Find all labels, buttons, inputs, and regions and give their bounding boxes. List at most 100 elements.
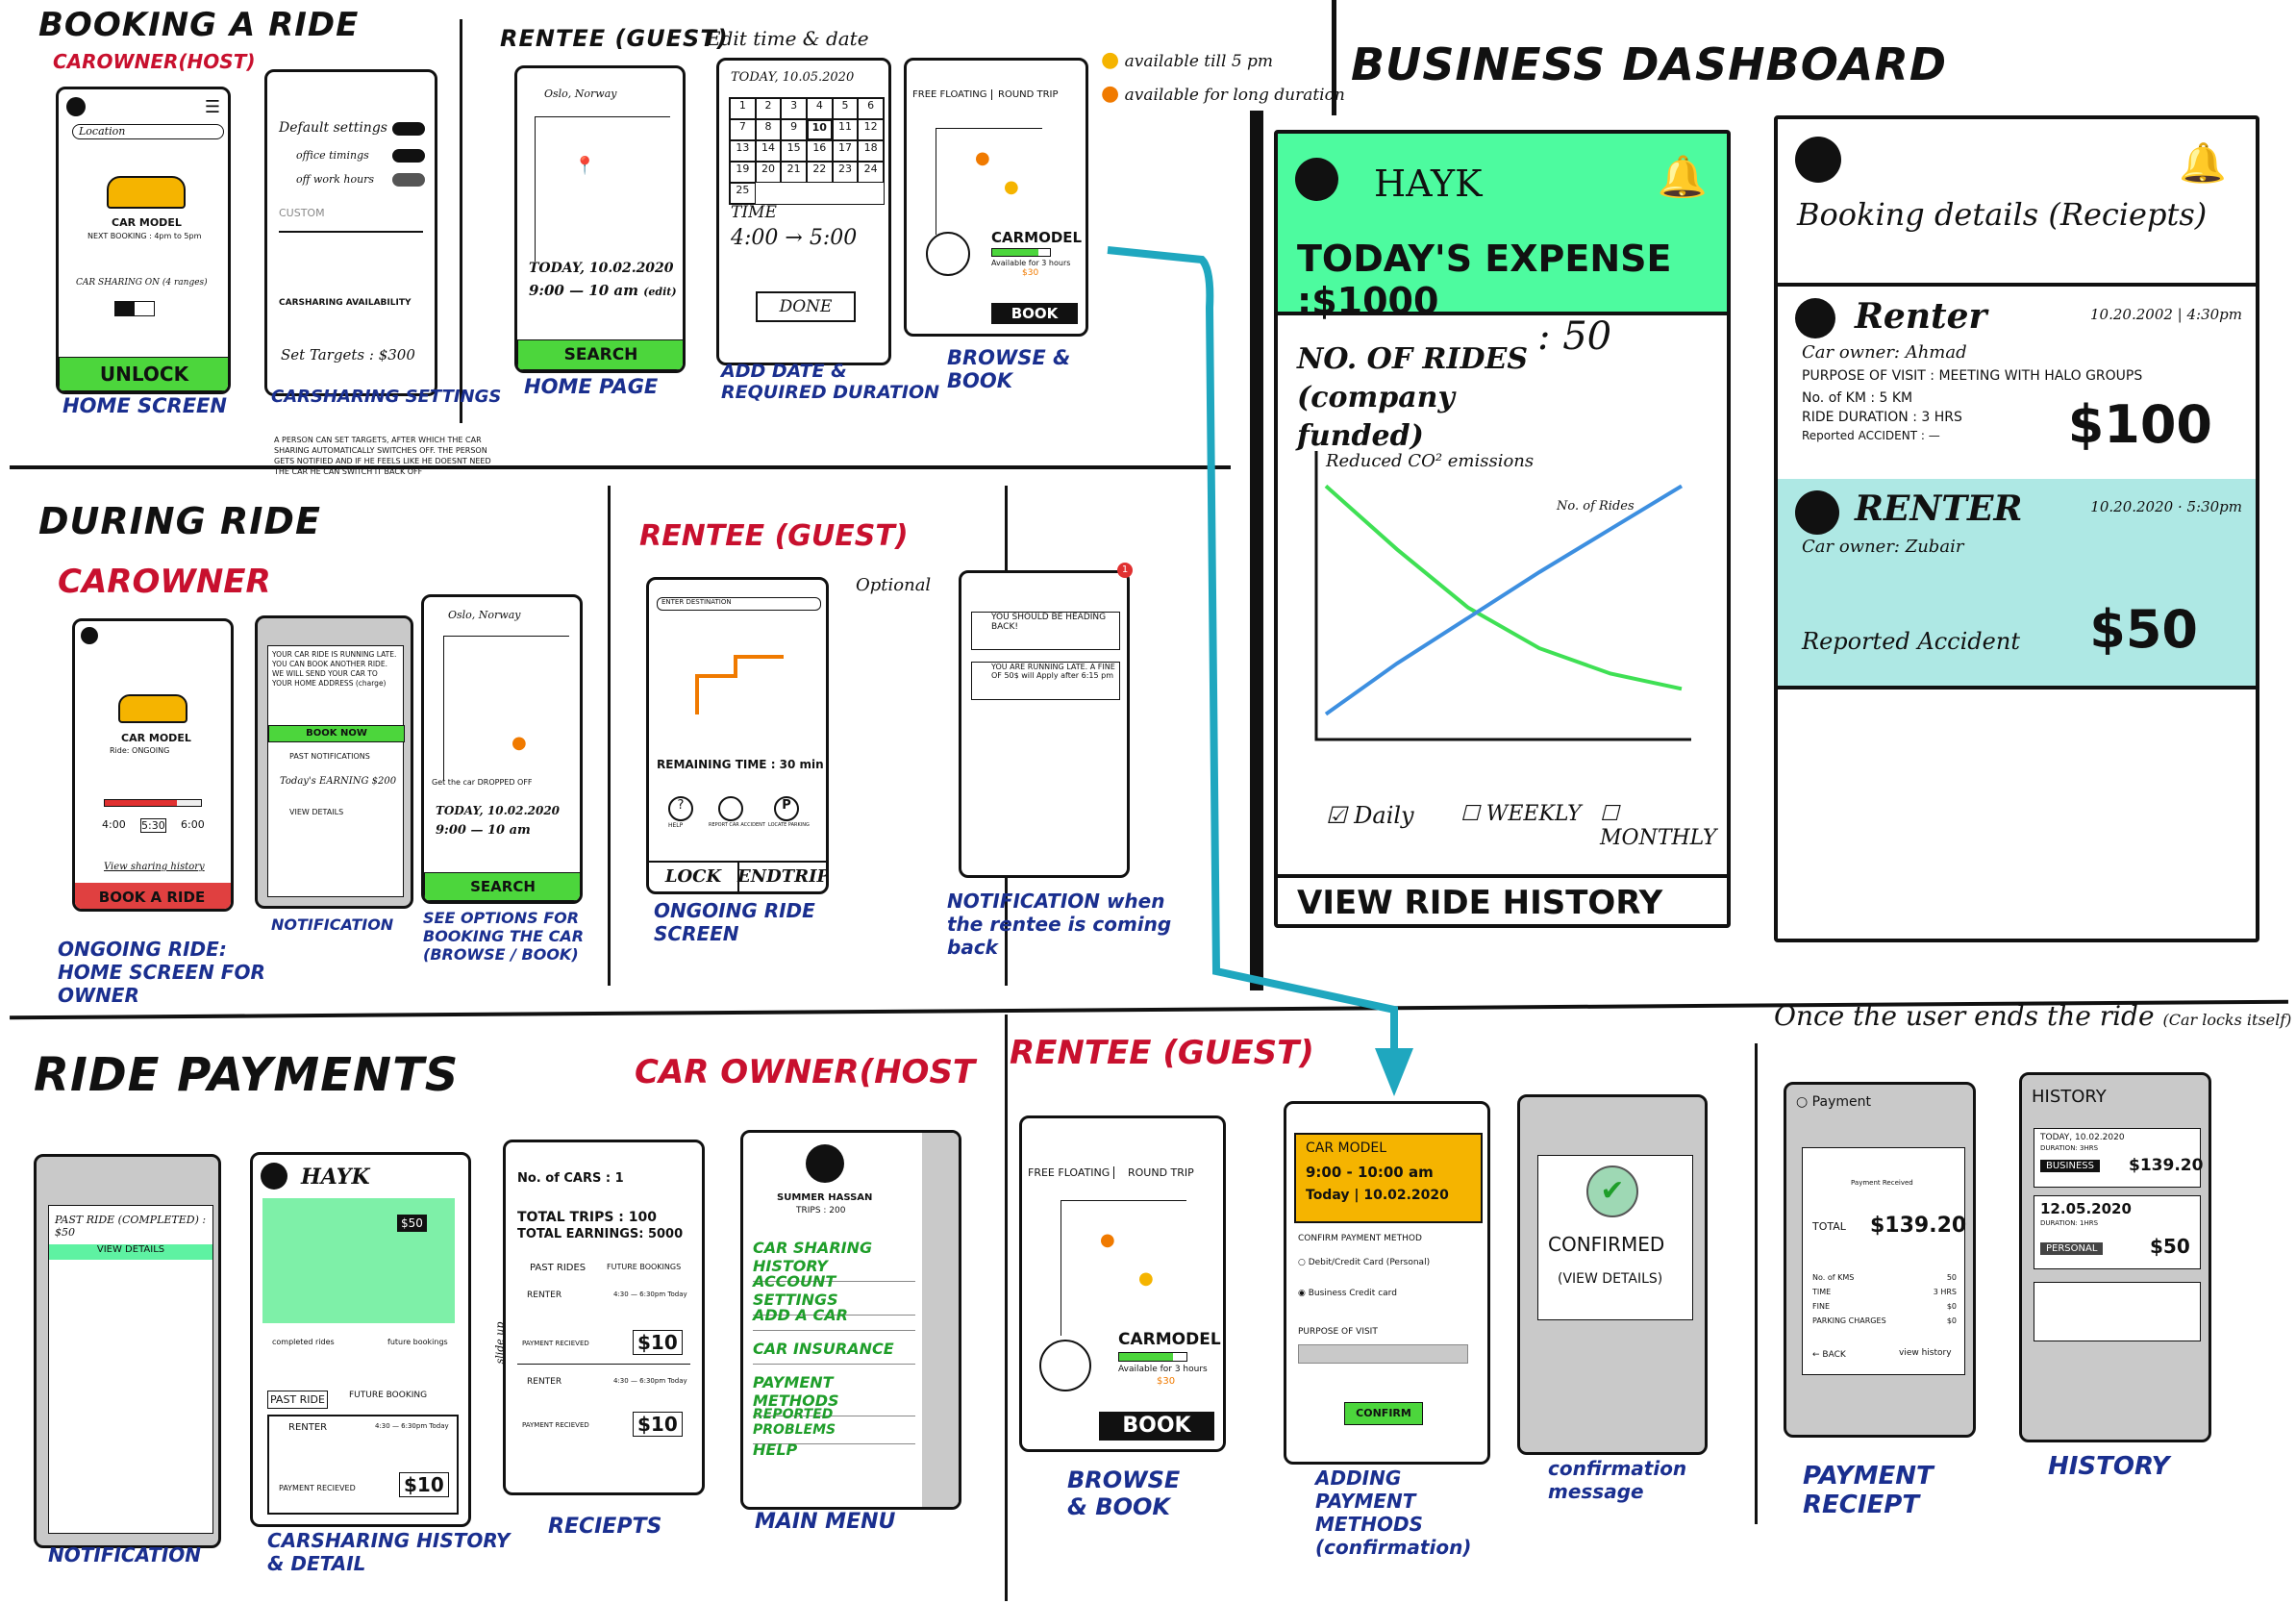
book-now-button[interactable]: BOOK NOW bbox=[268, 725, 405, 742]
pin-orange-icon[interactable]: ● bbox=[975, 148, 990, 168]
view-history-button[interactable]: VIEW RIDE HISTORY bbox=[1278, 874, 1727, 924]
calendar-day[interactable]: 24 bbox=[858, 162, 884, 183]
pin-orange-icon[interactable]: ● bbox=[512, 733, 527, 753]
tab-past-ride[interactable]: PAST RIDE bbox=[267, 1391, 328, 1409]
search-button[interactable]: SEARCH bbox=[517, 339, 683, 370]
past-notifications[interactable]: PAST NOTIFICATIONS bbox=[289, 752, 370, 761]
calendar-day[interactable]: 15 bbox=[781, 140, 807, 162]
work-toggle[interactable] bbox=[392, 149, 425, 163]
confirm-button[interactable]: CONFIRM bbox=[1344, 1402, 1423, 1425]
calendar-day[interactable]: 25 bbox=[730, 183, 756, 204]
calendar-day[interactable]: 22 bbox=[806, 162, 833, 183]
calendar-day[interactable]: 7 bbox=[730, 119, 756, 140]
view-history-link[interactable]: View sharing history bbox=[104, 862, 205, 872]
tab-future-bookings[interactable]: FUTURE BOOKINGS bbox=[607, 1263, 682, 1271]
search-input[interactable]: Location bbox=[72, 124, 224, 139]
pin-orange-icon[interactable]: ● bbox=[1100, 1230, 1115, 1250]
end-trip-button[interactable]: ENDTRIP bbox=[737, 861, 826, 891]
pin-yellow-icon[interactable]: ● bbox=[1004, 177, 1019, 197]
history-card-2[interactable]: 12.05.2020 DURATION: 1HRS PERSONAL $50 bbox=[2034, 1195, 2201, 1269]
history-card-3[interactable] bbox=[2034, 1282, 2201, 1341]
help-button[interactable]: ? bbox=[668, 796, 693, 821]
calendar-day[interactable]: 18 bbox=[858, 140, 884, 162]
calendar-day[interactable]: 1 bbox=[730, 98, 756, 119]
time-label[interactable]: 9:00 — 10 am bbox=[436, 823, 531, 838]
report-accident-button[interactable] bbox=[718, 796, 743, 821]
calendar-day-selected[interactable]: 10 bbox=[806, 119, 833, 140]
calendar-day[interactable]: 13 bbox=[730, 140, 756, 162]
menu-item-help[interactable]: HELP bbox=[753, 1441, 798, 1459]
menu-item-add-car[interactable]: ADD A CAR bbox=[753, 1306, 915, 1331]
view-details-link[interactable]: (VIEW DETAILS) bbox=[1558, 1271, 1663, 1287]
menu-item-insurance[interactable]: CAR INSURANCE bbox=[753, 1340, 915, 1365]
lock-button[interactable]: LOCK bbox=[649, 861, 739, 891]
menu-item-problems[interactable]: REPORTED PROBLEMS bbox=[753, 1407, 915, 1444]
done-button[interactable]: DONE bbox=[756, 291, 856, 322]
battery-bar bbox=[991, 248, 1051, 257]
map[interactable]: ● bbox=[443, 636, 569, 781]
calendar-day[interactable]: 12 bbox=[858, 119, 884, 140]
menu-icon[interactable]: ☰ bbox=[204, 97, 220, 117]
history-card-1[interactable]: TODAY, 10.02.2020 DURATION: 3HRS BUSINES… bbox=[2034, 1128, 2203, 1188]
calendar-day[interactable]: 9 bbox=[781, 119, 807, 140]
calendar-day[interactable]: 8 bbox=[755, 119, 782, 140]
view-history-link[interactable]: view history bbox=[1899, 1348, 1952, 1358]
purpose-input[interactable] bbox=[1298, 1344, 1468, 1364]
tab-round-trip[interactable]: ROUND TRIP bbox=[998, 89, 1059, 100]
route-map[interactable] bbox=[678, 638, 803, 743]
view-details[interactable]: VIEW DETAILS bbox=[289, 808, 344, 816]
option-business[interactable]: ◉ Business Credit card bbox=[1298, 1289, 1397, 1298]
menu-item-payment[interactable]: PAYMENT METHODS bbox=[753, 1373, 915, 1416]
calendar-day[interactable]: 21 bbox=[781, 162, 807, 183]
calendar-day[interactable]: 2 bbox=[755, 98, 782, 119]
calendar-day[interactable]: 16 bbox=[806, 140, 833, 162]
targets-label[interactable]: Set Targets : $300 bbox=[281, 346, 415, 363]
menu-item-account[interactable]: ACCOUNT SETTINGS bbox=[753, 1272, 915, 1316]
calendar-day[interactable]: 20 bbox=[755, 162, 782, 183]
parking-button[interactable]: P bbox=[774, 796, 799, 821]
unlock-button[interactable]: UNLOCK bbox=[59, 357, 228, 391]
tab-past-rides[interactable]: PAST RIDES bbox=[530, 1263, 586, 1273]
calendar-day[interactable]: 14 bbox=[755, 140, 782, 162]
time-range[interactable]: 4:00 → 5:00 bbox=[731, 226, 858, 250]
search-button[interactable]: SEARCH bbox=[424, 872, 580, 901]
option-personal[interactable]: ○ Debit/Credit Card (Personal) bbox=[1298, 1258, 1431, 1267]
sharing-history-phone: HAYK $50 completed rides future bookings… bbox=[250, 1152, 471, 1527]
book-button[interactable]: BOOK bbox=[1099, 1412, 1214, 1441]
pin-yellow-icon[interactable]: ● bbox=[1138, 1268, 1154, 1289]
calendar-day[interactable]: 19 bbox=[730, 162, 756, 183]
calendar-day[interactable]: 3 bbox=[781, 98, 807, 119]
bell-icon[interactable]: 🔔 bbox=[1657, 153, 1708, 200]
calendar-day[interactable]: 5 bbox=[832, 98, 859, 119]
book-ride-button[interactable]: BOOK A RIDE bbox=[75, 883, 231, 909]
dropped-checkbox[interactable]: Get the car DROPPED OFF bbox=[432, 778, 533, 787]
back-button[interactable]: ← BACK bbox=[1812, 1350, 1846, 1360]
time-label[interactable]: 9:00 — 10 am (edit) bbox=[529, 282, 677, 299]
map[interactable]: ● ● bbox=[936, 128, 1042, 235]
map[interactable]: ● ● bbox=[1061, 1200, 1186, 1336]
calendar-day[interactable]: 6 bbox=[858, 98, 884, 119]
filter-daily[interactable]: ☑ Daily bbox=[1326, 802, 1414, 829]
tab-free-floating[interactable]: FREE FLOATING bbox=[1028, 1166, 1115, 1179]
calendar-day[interactable]: 17 bbox=[832, 140, 859, 162]
custom-slider[interactable] bbox=[279, 231, 423, 233]
calendar-grid[interactable]: 1 2 3 4 5 6 7 8 9 10 11 12 13 14 15 16 1… bbox=[729, 97, 885, 205]
calendar-day[interactable]: 4 bbox=[806, 98, 833, 119]
map[interactable]: 📍 bbox=[535, 116, 670, 262]
menu-item-history[interactable]: CAR SHARING HISTORY bbox=[753, 1239, 915, 1282]
calendar-day[interactable]: 11 bbox=[832, 119, 859, 140]
bell-icon[interactable]: 🔔 bbox=[2179, 141, 2227, 186]
filter-monthly[interactable]: ☐ MONTHLY bbox=[1600, 802, 1717, 850]
book-button[interactable]: BOOK bbox=[991, 303, 1078, 324]
view-details-button[interactable]: VIEW DETAILS bbox=[49, 1244, 212, 1260]
tab-round-trip[interactable]: ROUND TRIP bbox=[1128, 1166, 1194, 1179]
sharing-toggle[interactable] bbox=[114, 301, 155, 316]
work-toggle-2[interactable] bbox=[392, 173, 425, 187]
tab-future[interactable]: FUTURE BOOKING bbox=[349, 1391, 428, 1400]
calendar-day[interactable]: 23 bbox=[832, 162, 859, 183]
tab-free-floating[interactable]: FREE FLOATING bbox=[912, 89, 992, 100]
filter-weekly[interactable]: ☐ WEEKLY bbox=[1460, 802, 1582, 826]
destination-input[interactable]: ENTER DESTINATION bbox=[657, 597, 821, 611]
map-pin-icon[interactable]: 📍 bbox=[574, 156, 596, 176]
office-toggle[interactable] bbox=[392, 122, 425, 136]
